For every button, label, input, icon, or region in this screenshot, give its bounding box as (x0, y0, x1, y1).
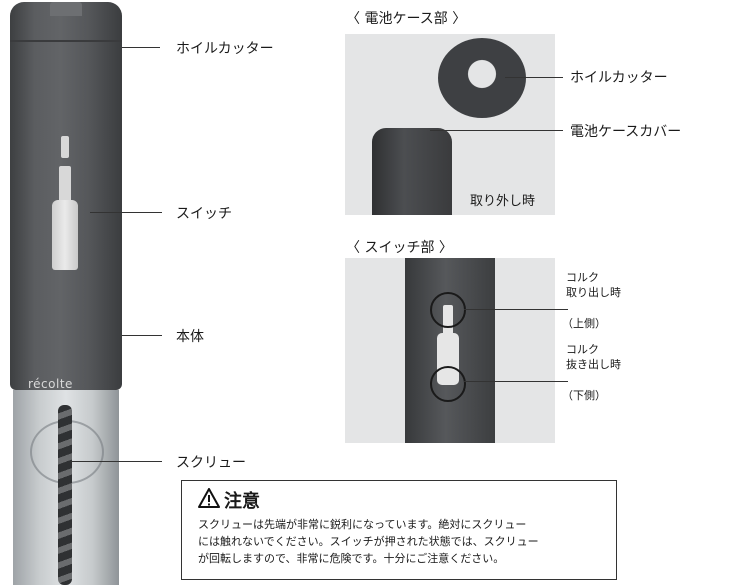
lower-label-line2: 抜き出し時 (566, 358, 621, 371)
device-cap (50, 2, 82, 16)
battery-case-part (372, 128, 452, 215)
leader-battery-foil (505, 77, 563, 78)
label-removed-note: 取り外し時 (470, 194, 536, 209)
leader-screw (70, 461, 162, 462)
leader-lower (464, 381, 568, 382)
leader-battery-cover (430, 130, 563, 131)
lower-label-line1: コルク (566, 343, 599, 356)
switch-cork-icon (61, 136, 69, 158)
battery-section-title: 〈 電池ケース部 〉 (346, 11, 467, 27)
lower-position-marker (430, 366, 466, 402)
warning-box (181, 480, 617, 580)
upper-label-line1: コルク (566, 271, 599, 284)
brand-logo: récolte (28, 377, 73, 391)
upper-position-marker (430, 292, 466, 328)
warning-title: 注意 (224, 491, 260, 512)
leader-body (122, 335, 162, 336)
switch-bottle-icon (52, 200, 78, 270)
leader-upper (464, 309, 568, 310)
label-switch: スイッチ (176, 206, 232, 222)
upper-sub-label: （上側） (562, 317, 606, 330)
foil-cutter-seam (10, 40, 122, 42)
label-body: 本体 (176, 329, 204, 345)
label-battery-foil-cutter: ホイルカッター (570, 70, 668, 86)
warning-line-2: には触れないでください。スイッチが押された状態では、スクリュー (198, 535, 539, 548)
switch-bottle-neck-icon (59, 166, 71, 202)
warning-line-1: スクリューは先端が非常に鋭利になっています。絶対にスクリュー (198, 518, 527, 531)
label-foil-cutter: ホイルカッター (176, 41, 274, 57)
warning-icon (198, 488, 220, 512)
warning-text: スクリューは先端が非常に鋭利になっています。絶対にスクリュー には触れないでくだ… (198, 516, 610, 567)
screw-shaft (58, 405, 72, 585)
label-screw: スクリュー (176, 455, 246, 471)
foil-cutter-part (438, 38, 526, 118)
label-battery-cover: 電池ケースカバー (570, 124, 682, 140)
leader-foil-cutter (122, 47, 160, 48)
switch-section-title: 〈 スイッチ部 〉 (346, 240, 453, 256)
leader-switch (90, 212, 162, 213)
lower-sub-label: （下側） (562, 389, 606, 402)
upper-label-line2: 取り出し時 (566, 286, 621, 299)
warning-line-3: が回転しますので、非常に危険です。十分にご注意ください。 (198, 552, 505, 565)
